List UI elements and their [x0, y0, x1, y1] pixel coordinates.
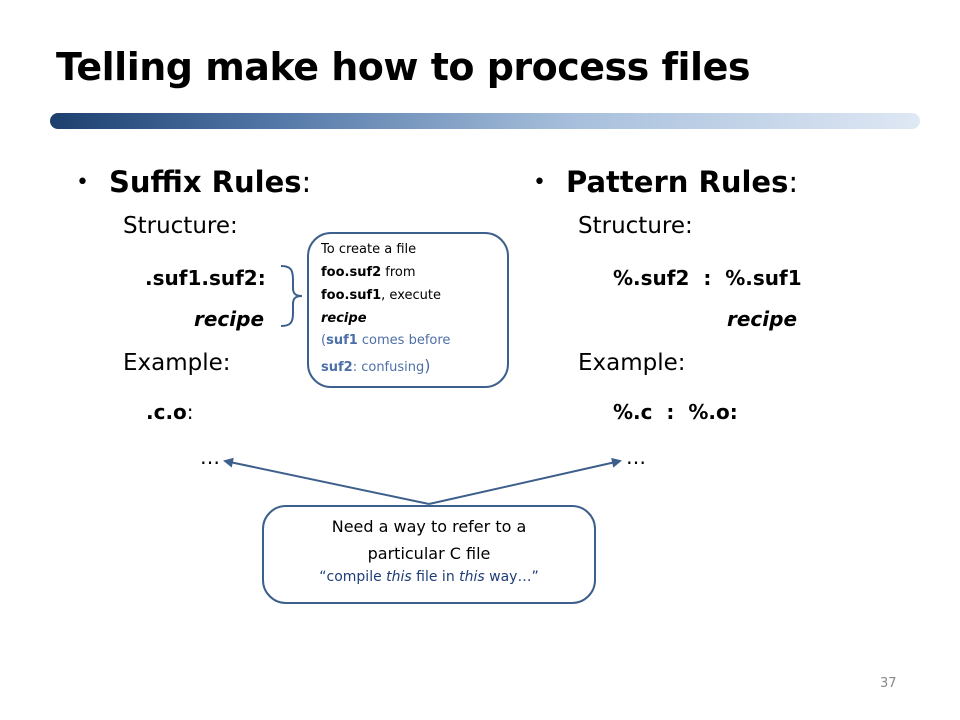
- suffix-example-rule: .c.o:: [146, 400, 194, 424]
- callout-bold-text: suf2: [321, 360, 353, 375]
- suffix-rules-heading: Suffix Rules:: [109, 165, 311, 199]
- callout-text: from: [381, 265, 416, 280]
- callout-line: (suf1 comes before: [321, 333, 450, 348]
- callout-text: comes before: [357, 333, 451, 348]
- suffix-rule-line: .suf1.suf2:: [145, 266, 266, 290]
- callout-line: foo.suf1, execute: [321, 288, 441, 303]
- bullet-marker: •: [76, 170, 89, 195]
- callout-text: “compile: [319, 569, 387, 585]
- callout-text: way…”: [484, 569, 539, 585]
- callout-bold-text: foo.suf2: [321, 265, 382, 280]
- callout-text: : confusing: [352, 360, 425, 375]
- title-underline-bar: [50, 113, 920, 129]
- slide-title: Telling make how to process files: [56, 45, 750, 89]
- pattern-example-rule: %.c : %.o:: [613, 400, 738, 424]
- callout-line: foo.suf2 from: [321, 265, 416, 280]
- callout-text: ): [424, 356, 431, 375]
- suffix-example-label: Example:: [123, 350, 231, 376]
- callout-quote: “compile this file in this way…”: [264, 569, 594, 585]
- pattern-rules-heading: Pattern Rules:: [566, 165, 798, 199]
- suffix-explanation-callout: To create a file foo.suf2 from foo.suf1,…: [307, 232, 509, 388]
- callout-recipe: recipe: [321, 311, 367, 326]
- pattern-ellipsis: …: [626, 445, 646, 469]
- arrow-to-pattern-ellipsis: [428, 457, 622, 505]
- callout-line: To create a file: [321, 242, 417, 257]
- callout-bold-text: foo.suf1: [321, 288, 382, 303]
- pattern-rules-heading-text: Pattern Rules: [566, 165, 789, 199]
- callout-bold-text: suf1: [326, 333, 358, 348]
- c-file-callout: Need a way to refer to a particular C fi…: [262, 505, 596, 604]
- suffix-example-colon: :: [186, 400, 194, 424]
- suffix-ellipsis: …: [200, 445, 220, 469]
- callout-italic-text: this: [386, 569, 412, 585]
- callout-text: file in: [411, 569, 460, 585]
- callout-line: Need a way to refer to a: [331, 517, 527, 536]
- callout-text: (: [321, 333, 327, 348]
- callout-line: particular C file: [367, 544, 491, 563]
- suffix-rules-heading-text: Suffix Rules: [109, 165, 302, 199]
- arrow-to-suffix-ellipsis: [223, 457, 430, 505]
- bullet-marker: •: [533, 170, 546, 195]
- heading-colon: :: [788, 165, 799, 199]
- pattern-rule-line: %.suf2 : %.suf1: [613, 266, 802, 290]
- pattern-recipe: recipe: [727, 307, 798, 331]
- callout-italic-text: this: [459, 569, 485, 585]
- suffix-recipe: recipe: [194, 307, 265, 331]
- page-number: 37: [880, 676, 897, 691]
- callout-text: , execute: [381, 288, 441, 303]
- callout-line: suf2: confusing): [321, 356, 431, 375]
- brace-connector: [280, 265, 303, 327]
- heading-colon: :: [301, 165, 312, 199]
- suffix-structure-label: Structure:: [123, 213, 238, 239]
- pattern-example-label: Example:: [578, 350, 686, 376]
- pattern-structure-label: Structure:: [578, 213, 693, 239]
- suffix-example-rule-text: .c.o: [146, 400, 187, 424]
